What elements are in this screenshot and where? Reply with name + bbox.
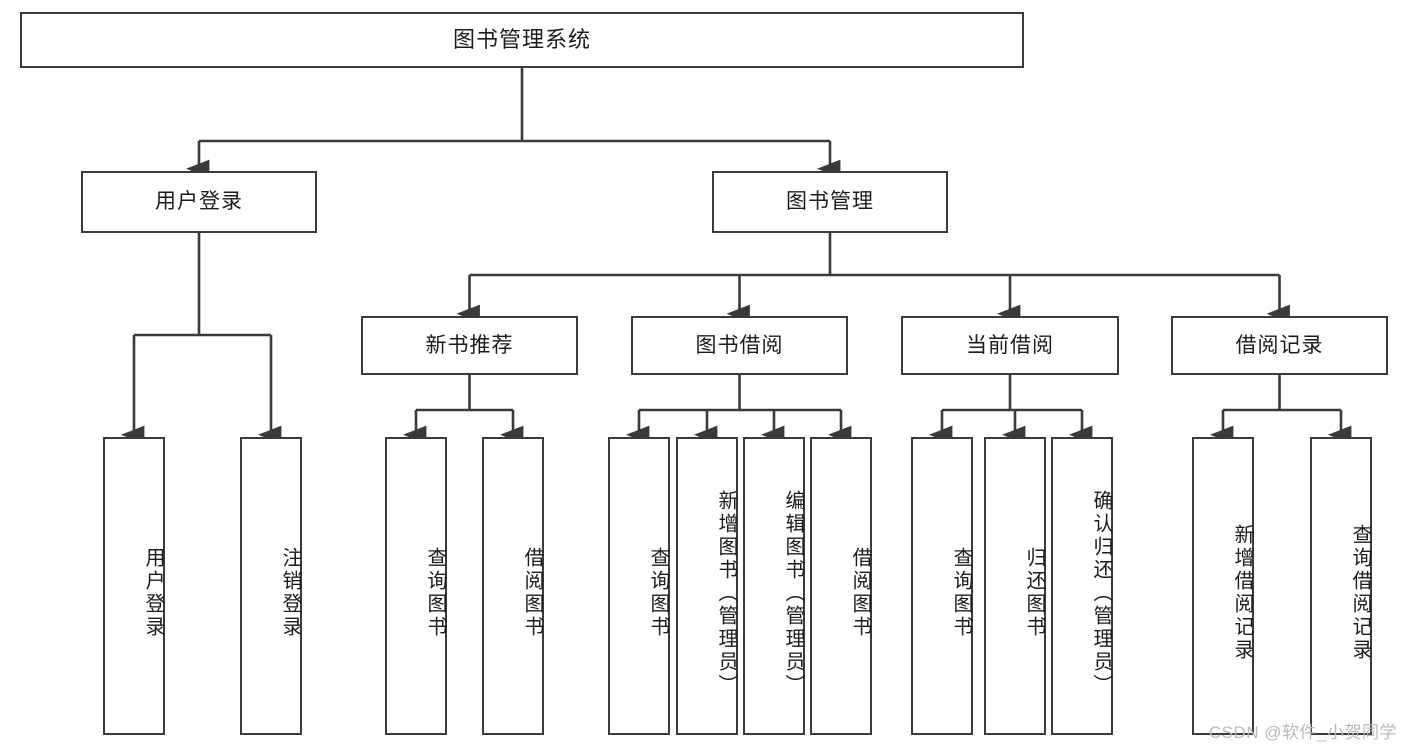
- node-book-management[interactable]: 图书管理: [712, 171, 948, 233]
- node-current-borrowing[interactable]: 当前借阅: [901, 316, 1119, 375]
- node-borrowing-records[interactable]: 借阅记录: [1171, 316, 1388, 375]
- node-label: 注销登录: [279, 547, 301, 639]
- leaf-query-book-rec[interactable]: 查询图书: [385, 437, 447, 735]
- node-label: 借阅图书: [521, 547, 543, 639]
- node-label: 查询图书: [647, 547, 669, 639]
- node-label: 图书借阅: [695, 333, 784, 357]
- leaf-return-book[interactable]: 归还图书: [984, 437, 1046, 735]
- node-label: 借阅记录: [1235, 333, 1324, 357]
- leaf-add-record[interactable]: 新增借阅记录: [1192, 437, 1254, 735]
- node-label: 确认归还（管理员）: [1090, 489, 1112, 697]
- node-user-login[interactable]: 用户登录: [81, 171, 317, 233]
- leaf-borrow-book-rec[interactable]: 借阅图书: [482, 437, 544, 735]
- leaf-add-book[interactable]: 新增图书（管理员）: [676, 437, 738, 735]
- node-label: 编辑图书（管理员）: [782, 489, 804, 697]
- leaf-confirm-return[interactable]: 确认归还（管理员）: [1051, 437, 1113, 735]
- leaf-user-logout[interactable]: 注销登录: [240, 437, 302, 735]
- node-root-book-management-system[interactable]: 图书管理系统: [20, 12, 1024, 68]
- leaf-user-login[interactable]: 用户登录: [103, 437, 165, 735]
- leaf-query-book-borrow[interactable]: 查询图书: [608, 437, 670, 735]
- node-label: 查询图书: [424, 547, 446, 639]
- node-label: 当前借阅: [966, 333, 1054, 357]
- node-label: 图书管理系统: [452, 26, 591, 52]
- node-label: 图书管理: [786, 190, 874, 214]
- node-new-book-recommendation[interactable]: 新书推荐: [361, 316, 578, 375]
- csdn-watermark: CSDN @软件_小贺同学: [1208, 723, 1397, 742]
- node-label: 查询借阅记录: [1349, 524, 1371, 662]
- node-label: 新书推荐: [425, 333, 514, 357]
- node-label: 用户登录: [142, 547, 164, 639]
- leaf-edit-book[interactable]: 编辑图书（管理员）: [743, 437, 805, 735]
- node-label: 用户登录: [155, 190, 243, 214]
- node-label: 新增图书（管理员）: [715, 489, 737, 697]
- node-label: 借阅图书: [849, 547, 871, 639]
- leaf-query-record[interactable]: 查询借阅记录: [1310, 437, 1372, 735]
- node-label: 归还图书: [1023, 547, 1045, 639]
- node-book-borrowing[interactable]: 图书借阅: [631, 316, 848, 375]
- node-label: 新增借阅记录: [1231, 524, 1253, 662]
- leaf-query-book-cur[interactable]: 查询图书: [911, 437, 973, 735]
- leaf-borrow-book[interactable]: 借阅图书: [810, 437, 872, 735]
- node-label: 查询图书: [950, 547, 972, 639]
